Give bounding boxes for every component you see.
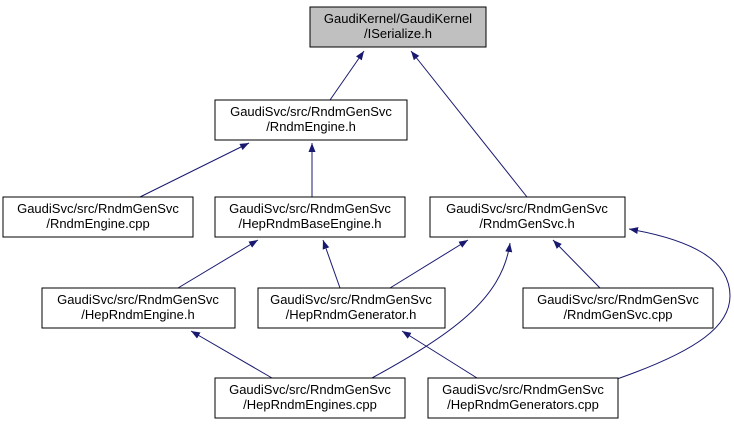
node-rndmengine-cpp[interactable]: GaudiSvc/src/RndmGenSvc /RndmEngine.cpp	[2, 196, 194, 238]
node-box[interactable]	[522, 287, 714, 329]
node-label-line1: GaudiSvc/src/RndmGenSvc	[537, 292, 699, 307]
node-label-line2: /RndmGenSvc.h	[479, 216, 574, 231]
edge-rndmengine-h-to-iserialize-h	[329, 50, 365, 101]
node-label-line2: /HepRndmGenerator.h	[286, 307, 417, 322]
node-box	[309, 6, 487, 48]
edge-heprndmgenerators-cpp-to-heprndmgenerator-h	[401, 330, 478, 379]
node-label-line1: GaudiSvc/src/RndmGenSvc	[229, 201, 391, 216]
edge-rndmgensvc-cpp-to-rndmgensvc-h	[552, 239, 601, 289]
node-label-line1: GaudiSvc/src/RndmGenSvc	[442, 382, 604, 397]
node-rndmgensvc-cpp[interactable]: GaudiSvc/src/RndmGenSvc /RndmGenSvc.cpp	[522, 287, 714, 329]
node-label-line1: GaudiSvc/src/RndmGenSvc	[230, 104, 392, 119]
edge-heprndmengines-cpp-to-heprndmengine-h	[190, 330, 273, 379]
node-label-line2: /RndmGenSvc.cpp	[563, 307, 672, 322]
node-box[interactable]	[214, 99, 408, 141]
node-iserialize-h: GaudiKernel/GaudiKernel /ISerialize.h	[309, 6, 487, 48]
node-label-line1: GaudiSvc/src/RndmGenSvc	[17, 201, 179, 216]
node-label-line1: GaudiSvc/src/RndmGenSvc	[446, 201, 608, 216]
edge-rndmengine-cpp-to-rndmengine-h	[139, 142, 250, 198]
node-rndmengine-h[interactable]: GaudiSvc/src/RndmGenSvc /RndmEngine.h	[214, 99, 408, 141]
node-label-line2: /HepRndmBaseEngine.h	[238, 216, 381, 231]
node-label-line1: GaudiSvc/src/RndmGenSvc	[270, 292, 432, 307]
node-box[interactable]	[41, 287, 236, 329]
node-label-line2: /HepRndmGenerators.cpp	[447, 397, 599, 412]
node-box[interactable]	[214, 377, 406, 419]
node-label-line2: /RndmEngine.cpp	[46, 216, 149, 231]
node-label-line2: /HepRndmEngine.h	[81, 307, 194, 322]
node-heprndmengines-cpp[interactable]: GaudiSvc/src/RndmGenSvc /HepRndmEngines.…	[214, 377, 406, 419]
node-box[interactable]	[429, 196, 626, 238]
node-box[interactable]	[427, 377, 619, 419]
node-label-line2: /ISerialize.h	[364, 26, 432, 41]
node-heprndmgenerator-h[interactable]: GaudiSvc/src/RndmGenSvc /HepRndmGenerato…	[257, 287, 446, 329]
node-heprndmbaseengine-h[interactable]: GaudiSvc/src/RndmGenSvc /HepRndmBaseEngi…	[214, 196, 406, 238]
edge-heprndmgenerators-cpp-to-rndmgensvc-h	[616, 227, 731, 380]
node-label-line1: GaudiSvc/src/RndmGenSvc	[229, 382, 391, 397]
node-rndmgensvc-h[interactable]: GaudiSvc/src/RndmGenSvc /RndmGenSvc.h	[429, 196, 626, 238]
node-heprndmgenerators-cpp[interactable]: GaudiSvc/src/RndmGenSvc /HepRndmGenerato…	[427, 377, 619, 419]
edge-rndmgensvc-h-to-iserialize-h	[410, 50, 528, 198]
edge-heprndmgenerator-h-to-rndmgensvc-h	[389, 239, 469, 289]
node-box[interactable]	[2, 196, 194, 238]
node-box[interactable]	[257, 287, 446, 329]
node-label-line1: GaudiKernel/GaudiKernel	[324, 11, 472, 26]
node-heprndmengine-h[interactable]: GaudiSvc/src/RndmGenSvc /HepRndmEngine.h	[41, 287, 236, 329]
edge-heprndmengine-h-to-heprndmbaseengine-h	[177, 239, 259, 289]
node-box[interactable]	[214, 196, 406, 238]
node-label-line2: /RndmEngine.h	[266, 119, 356, 134]
node-label-line2: /HepRndmEngines.cpp	[243, 397, 377, 412]
edge-heprndmengines-cpp-to-rndmgensvc-h	[371, 242, 513, 379]
edge-heprndmgenerator-h-to-heprndmbaseengine-h	[322, 239, 341, 289]
node-label-line1: GaudiSvc/src/RndmGenSvc	[57, 292, 219, 307]
